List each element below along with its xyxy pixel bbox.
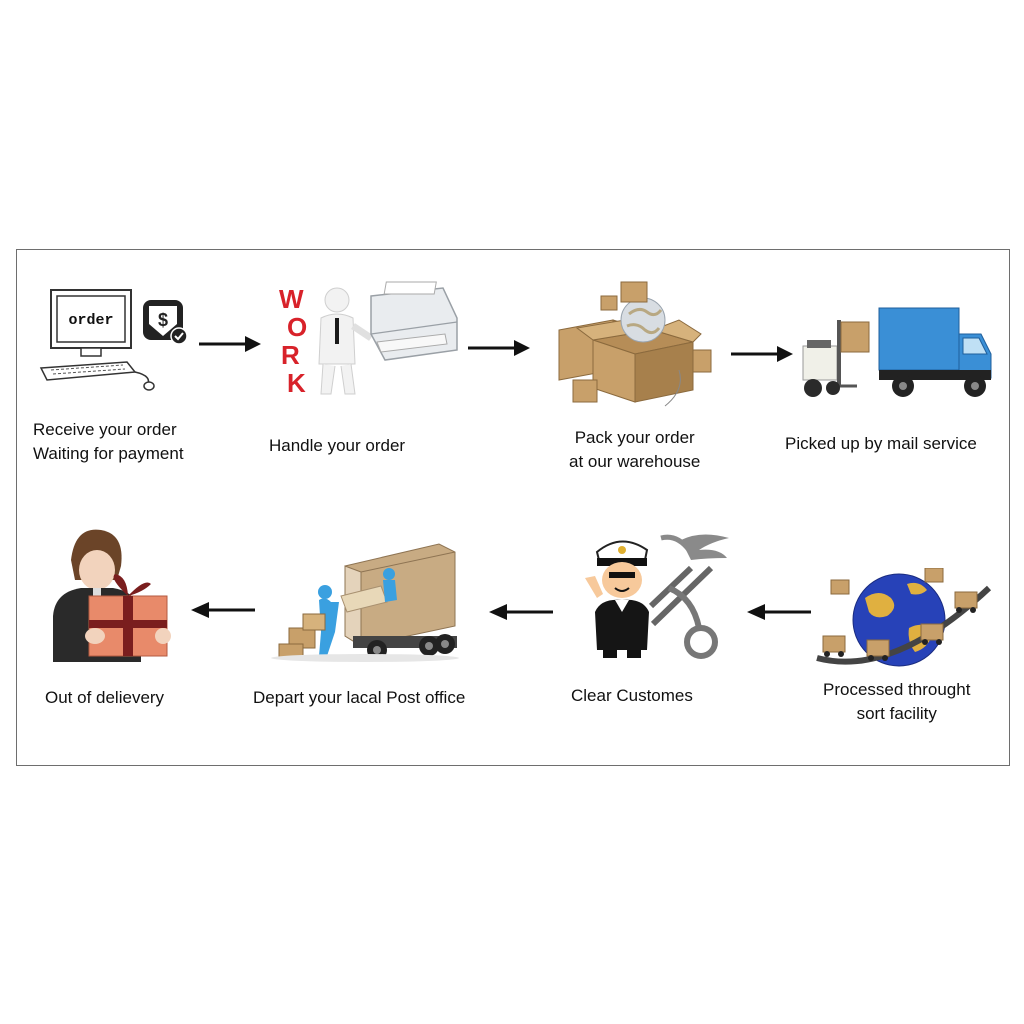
arrow-left-icon (191, 602, 255, 618)
work-letter-w: W (279, 284, 304, 314)
order-screen-text: order (68, 312, 113, 329)
movers-truck-icon (269, 540, 459, 664)
step-label-postoffice: Depart your lacal Post office (253, 688, 466, 707)
work-letter-r: R (281, 340, 300, 370)
work-letter-o: O (287, 312, 307, 342)
arrow-right-icon (468, 340, 530, 356)
svg-text:$: $ (158, 310, 168, 330)
boxes-globe-icon (553, 280, 713, 408)
globe-delivery-trucks-icon (813, 567, 993, 670)
step-label-customs: Clear Customes (571, 686, 693, 705)
arrow-left-icon (489, 604, 553, 620)
step-label-pickup: Picked up by mail service (785, 434, 977, 453)
step-label-delivery: Out of delievery (45, 688, 165, 707)
step-label-handle: Handle your order (269, 436, 406, 455)
computer-order-payment-icon: order $ (35, 286, 195, 394)
arrow-right-icon (731, 346, 793, 362)
work-letter-k: K (287, 368, 306, 398)
customs-officer-emblem-icon (581, 528, 731, 664)
person-with-gift-icon (45, 526, 181, 664)
work-figure-printer-icon: W O R K (275, 278, 465, 398)
arrow-left-icon (747, 604, 811, 620)
arrow-right-icon (199, 336, 261, 352)
forklift-truck-icon (799, 300, 995, 404)
